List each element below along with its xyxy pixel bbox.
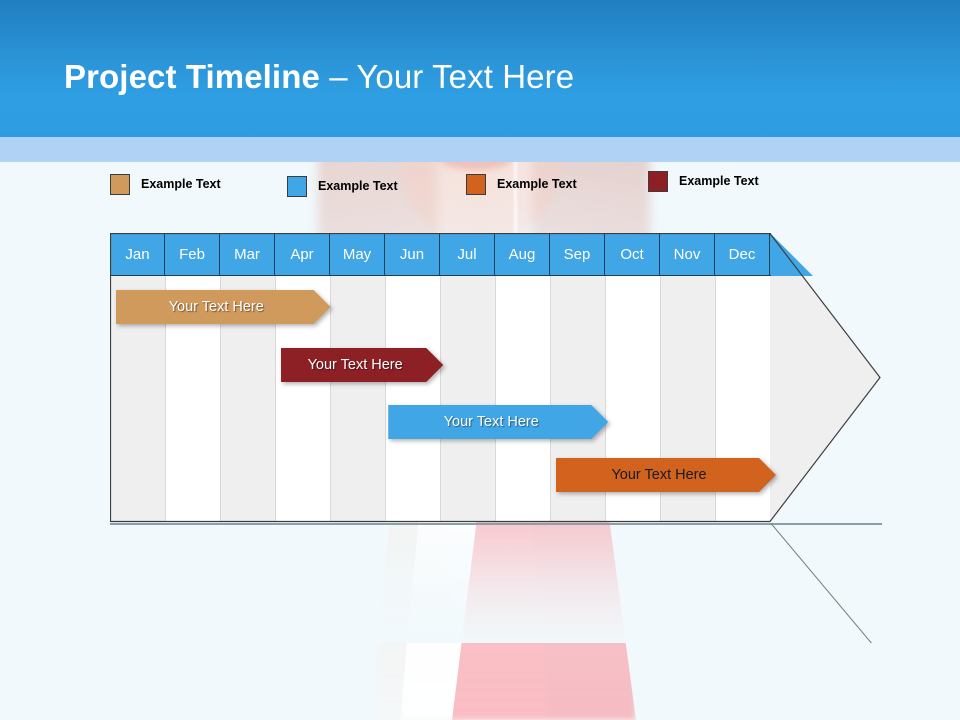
- task-bar-arrow-shape: [388, 405, 608, 439]
- task-bar-label: Your Text Here: [611, 467, 707, 483]
- task-bar-arrow-shape: [281, 348, 443, 382]
- month-header-cell-dec[interactable]: Dec: [715, 233, 770, 276]
- header-accent-strip: [0, 137, 960, 162]
- month-header-cell-jan[interactable]: Jan: [110, 233, 165, 276]
- legend-item[interactable]: Example Text: [287, 174, 398, 198]
- timeline-task-bar[interactable]: Your Text Here: [388, 405, 608, 439]
- timeline-task-bar[interactable]: Your Text Here: [116, 290, 331, 324]
- legend-swatch-icon: [287, 175, 307, 197]
- task-bar-label: Your Text Here: [168, 299, 264, 315]
- legend-item[interactable]: Example Text: [110, 172, 221, 196]
- chart-reflection-edge: [110, 523, 882, 525]
- month-header-cell-sep[interactable]: Sep: [550, 233, 605, 276]
- timeline-column: [220, 233, 275, 521]
- legend-swatch-icon: [648, 170, 668, 192]
- page-title-light: – Your Text Here: [319, 58, 575, 95]
- month-header-cell-nov[interactable]: Nov: [660, 233, 715, 276]
- chart-reflection-fade: [110, 523, 882, 643]
- month-header-cell-apr[interactable]: Apr: [275, 233, 330, 276]
- chart-reflection: [110, 523, 882, 643]
- legend: Example Text Example Text Example Text Exam…: [0, 162, 960, 204]
- task-bar-arrow-shape: [116, 290, 331, 324]
- timeline-column-divider: [275, 233, 276, 521]
- legend-swatch-icon: [466, 173, 486, 195]
- legend-item-label: Example Text: [679, 174, 759, 188]
- timeline-column: [110, 233, 165, 521]
- month-header-cell-mar[interactable]: Mar: [220, 233, 275, 276]
- task-bar-arrow-shape: [556, 458, 776, 492]
- header-band: [0, 0, 960, 137]
- timeline-column: [440, 233, 495, 521]
- month-header-cell-oct[interactable]: Oct: [605, 233, 660, 276]
- timeline-task-bar[interactable]: Your Text Here: [556, 458, 776, 492]
- legend-item[interactable]: Example Text: [648, 169, 759, 193]
- task-bar-label: Your Text Here: [443, 414, 539, 430]
- legend-swatch-icon: [110, 173, 130, 195]
- month-header-top-border: [110, 233, 771, 234]
- legend-item-label: Example Text: [497, 177, 577, 191]
- timeline-column-divider: [495, 233, 496, 521]
- legend-item[interactable]: Example Text: [466, 172, 577, 196]
- month-header-bottom-border: [110, 275, 771, 276]
- timeline-column-divider: [165, 233, 166, 521]
- timeline-column: [165, 233, 220, 521]
- month-header-cell-jul[interactable]: Jul: [440, 233, 495, 276]
- legend-item-label: Example Text: [141, 177, 221, 191]
- timeline-task-bar[interactable]: Your Text Here: [281, 348, 443, 382]
- task-bar-label: Your Text Here: [307, 357, 403, 373]
- month-header-cell-may[interactable]: May: [330, 233, 385, 276]
- timeline-column: [495, 233, 550, 521]
- page-title-bold: Project Timeline: [64, 58, 320, 95]
- month-header-cell-feb[interactable]: Feb: [165, 233, 220, 276]
- chart-reflection-diagonal: [770, 523, 882, 643]
- timeline-column-divider: [220, 233, 221, 521]
- timeline-column-divider: [550, 233, 551, 521]
- page-title: Project Timeline – Your Text Here: [64, 58, 574, 96]
- month-header-cell-jun[interactable]: Jun: [385, 233, 440, 276]
- month-header-cell-aug[interactable]: Aug: [495, 233, 550, 276]
- legend-item-label: Example Text: [318, 179, 398, 193]
- timeline-column-divider: [110, 233, 111, 521]
